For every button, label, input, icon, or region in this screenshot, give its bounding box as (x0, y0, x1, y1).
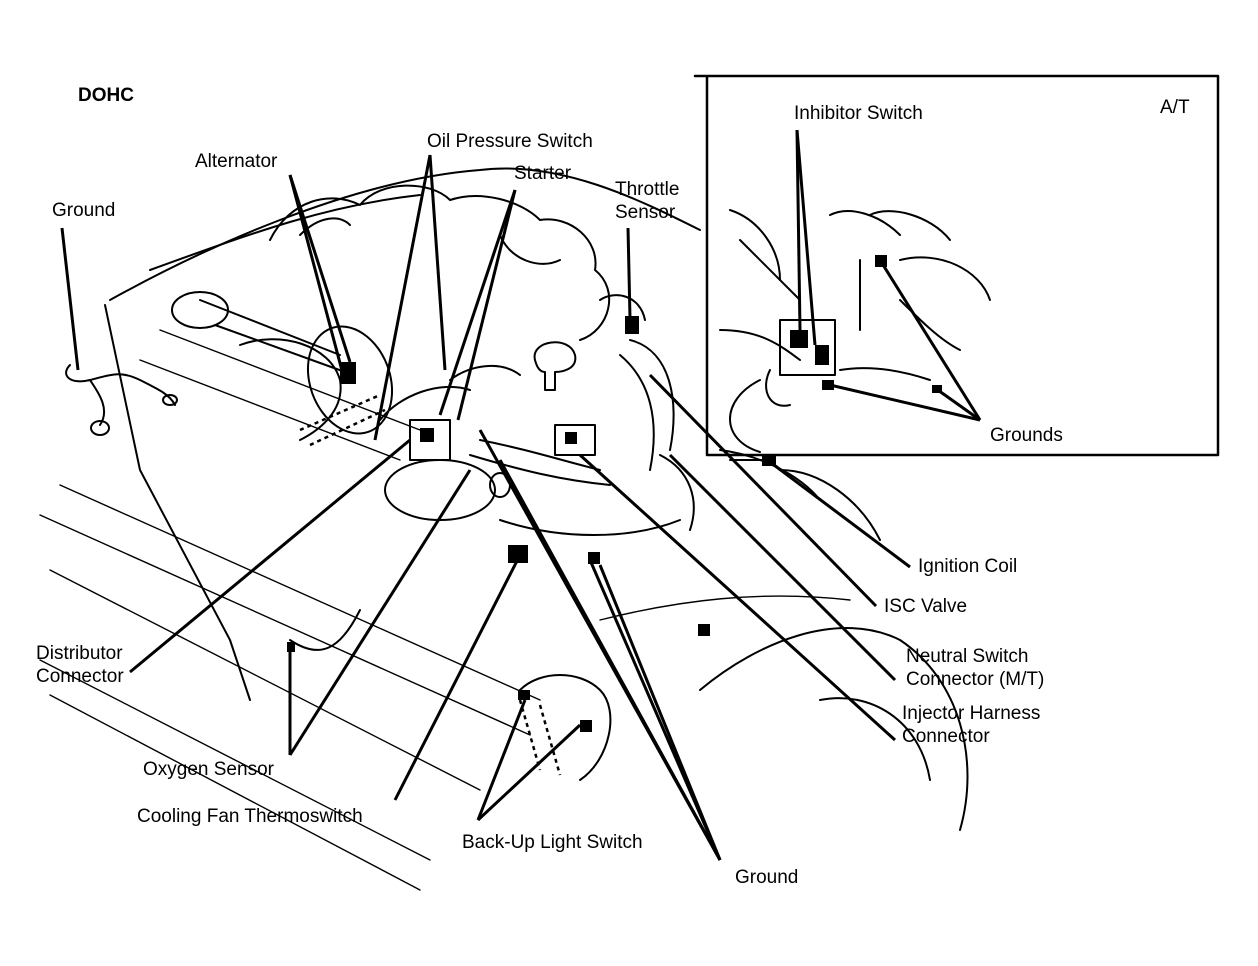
label-oxygen-sensor: Oxygen Sensor (143, 759, 274, 780)
inset-title: A/T (1160, 97, 1190, 118)
label-alternator: Alternator (195, 151, 278, 172)
label-ground-left: Ground (52, 200, 116, 221)
label-neutral-switch-connector: Neutral Switch Connector (M/T) (906, 646, 1045, 690)
label-ground-bottom: Ground (735, 867, 799, 888)
label-isc-valve: ISC Valve (884, 596, 968, 617)
inset-frame (693, 74, 1220, 457)
label-back-up-light-switch: Back-Up Light Switch (462, 832, 643, 853)
inset-sketch (719, 209, 991, 453)
diagram-title: DOHC (78, 85, 134, 106)
label-cooling-fan-thermoswitch: Cooling Fan Thermoswitch (137, 806, 363, 827)
leader-lines (60, 129, 982, 861)
label-oil-pressure-switch: Oil Pressure Switch (427, 131, 593, 152)
label-injector-harness-connector: Injector Harness Connector (902, 703, 1041, 747)
label-starter: Starter (514, 163, 572, 184)
label-distributor-connector: Distributor Connector (36, 643, 124, 687)
label-grounds: Grounds (990, 425, 1063, 446)
label-ignition-coil: Ignition Coil (918, 556, 1018, 577)
engine-sketch (39, 167, 969, 891)
label-inhibitor-switch: Inhibitor Switch (794, 103, 923, 124)
label-throttle-sensor: Throttle Sensor (615, 179, 680, 223)
